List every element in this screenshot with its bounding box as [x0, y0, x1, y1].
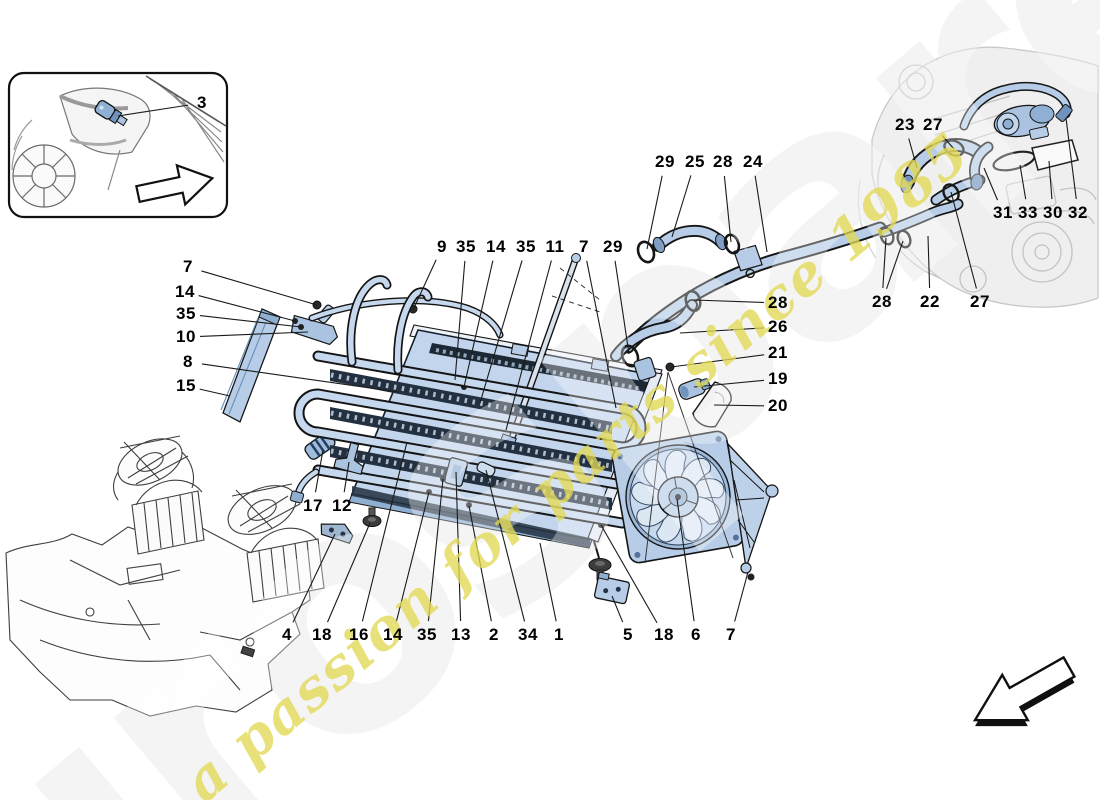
part-number-label: 27 — [970, 292, 990, 311]
part-number-label: 12 — [332, 496, 352, 515]
part-number-label: 7 — [579, 237, 589, 256]
part-number-label: 18 — [654, 625, 674, 644]
part-number-label: 15 — [176, 376, 196, 395]
part-number-label: 14 — [486, 237, 506, 256]
part-number-label: 17 — [303, 496, 323, 515]
part-number-label: 31 — [993, 203, 1013, 222]
part-number-label: 1 — [554, 625, 564, 644]
part-number-label: 28 — [713, 152, 733, 171]
part-number-label: 35 — [516, 237, 536, 256]
part-number-label: 9 — [437, 237, 447, 256]
part-number-label: 6 — [691, 625, 701, 644]
part-number-label: 33 — [1018, 203, 1038, 222]
part-number-label: 3 — [197, 93, 207, 112]
part-number-label: 8 — [183, 352, 193, 371]
part-number-label: 35 — [176, 304, 196, 323]
part-number-label: 28 — [768, 293, 788, 312]
part-number-label: 34 — [518, 625, 538, 644]
part-number-label: 19 — [768, 369, 788, 388]
part-number-label: 11 — [545, 237, 565, 256]
part-number-label: 28 — [872, 292, 892, 311]
part-number-label: 18 — [312, 625, 332, 644]
part-number-label: 7 — [183, 257, 193, 276]
part-number-label: 21 — [768, 343, 788, 362]
part-number-label: 29 — [655, 152, 675, 171]
part-number-label: 22 — [920, 292, 940, 311]
part-number-label: 14 — [175, 282, 195, 301]
part-number-label: 30 — [1043, 203, 1063, 222]
part-number-label: 16 — [349, 625, 369, 644]
part-number-label: 35 — [456, 237, 476, 256]
part-number-label: 27 — [923, 115, 943, 134]
part-number-label: 23 — [895, 115, 915, 134]
part-number-label: 13 — [451, 625, 471, 644]
part-number-label: 32 — [1068, 203, 1088, 222]
part-number-label: 14 — [383, 625, 403, 644]
part-number-label: 7 — [726, 625, 736, 644]
part-number-label: 25 — [685, 152, 705, 171]
part-number-label: 20 — [768, 396, 788, 415]
part-number-label: 26 — [768, 317, 788, 336]
part-number-label: 24 — [743, 152, 763, 171]
part-number-label: 2 — [489, 625, 499, 644]
part-number-label: 29 — [603, 237, 623, 256]
part-number-label: 10 — [176, 327, 196, 346]
part-number-label: 5 — [623, 625, 633, 644]
part-number-label: 35 — [417, 625, 437, 644]
part-number-label: 4 — [282, 625, 292, 644]
